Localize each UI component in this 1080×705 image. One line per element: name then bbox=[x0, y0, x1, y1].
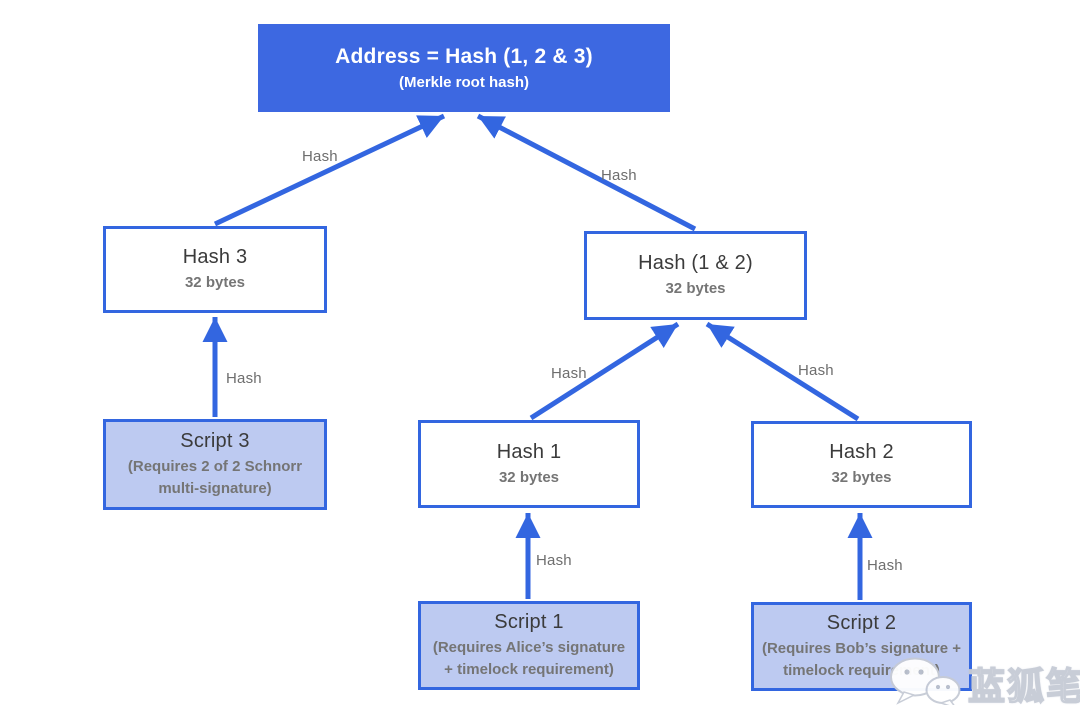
merkle-root-subtitle: (Merkle root hash) bbox=[398, 74, 530, 91]
watermark: 蓝狐笔记 bbox=[888, 656, 1080, 705]
arrow-hash12-to-address bbox=[476, 113, 697, 232]
node-hash-1-title: Hash 1 bbox=[496, 440, 562, 463]
node-script-3-title: Script 3 bbox=[180, 430, 250, 453]
merkle-root-title: Address = Hash (1, 2 & 3) bbox=[335, 45, 593, 68]
node-script-1-subtitle: (Requires Alice’s signature + timelock r… bbox=[432, 639, 626, 678]
arrow-hash3-to-address bbox=[213, 113, 446, 227]
node-hash-1-2-title: Hash (1 & 2) bbox=[638, 252, 753, 275]
node-hash-1-2-subtitle: 32 bytes bbox=[665, 280, 726, 298]
wechat-icon bbox=[890, 657, 961, 705]
node-hash-1-2: Hash (1 & 2) 32 bytes bbox=[584, 231, 807, 320]
node-hash-1: Hash 1 32 bytes bbox=[418, 420, 640, 508]
node-hash-2-title: Hash 2 bbox=[829, 441, 894, 464]
node-hash-1-subtitle: 32 bytes bbox=[498, 468, 560, 486]
node-script-1-title: Script 1 bbox=[494, 611, 564, 634]
arrow-hash2-to-hash12 bbox=[705, 321, 860, 422]
edge-label-hash2-hash12: Hash bbox=[798, 362, 834, 379]
node-hash-3-title: Hash 3 bbox=[182, 246, 248, 269]
node-merkle-root: Address = Hash (1, 2 & 3) (Merkle root h… bbox=[258, 24, 670, 112]
edge-label-script1-hash1: Hash bbox=[536, 552, 572, 569]
edge-label-hash1-hash12: Hash bbox=[551, 365, 587, 382]
node-script-1: Script 1 (Requires Alice’s signature + t… bbox=[418, 601, 640, 690]
edge-label-hash12-address: Hash bbox=[601, 167, 637, 184]
node-script-3: Script 3 (Requires 2 of 2 Schnorr multi-… bbox=[103, 419, 327, 510]
edge-label-hash3-address: Hash bbox=[302, 148, 338, 165]
edge-label-script2-hash2: Hash bbox=[867, 557, 903, 574]
watermark-text: 蓝狐笔记 bbox=[967, 665, 1080, 705]
node-script-2-title: Script 2 bbox=[826, 612, 897, 635]
node-hash-3-subtitle: 32 bytes bbox=[184, 274, 246, 292]
edge-label-script3-hash3: Hash bbox=[226, 370, 262, 387]
node-hash-3: Hash 3 32 bytes bbox=[103, 226, 327, 313]
node-hash-2-subtitle: 32 bytes bbox=[831, 469, 892, 487]
node-hash-2: Hash 2 32 bytes bbox=[751, 421, 972, 508]
node-script-3-subtitle: (Requires 2 of 2 Schnorr multi-signature… bbox=[127, 458, 303, 497]
